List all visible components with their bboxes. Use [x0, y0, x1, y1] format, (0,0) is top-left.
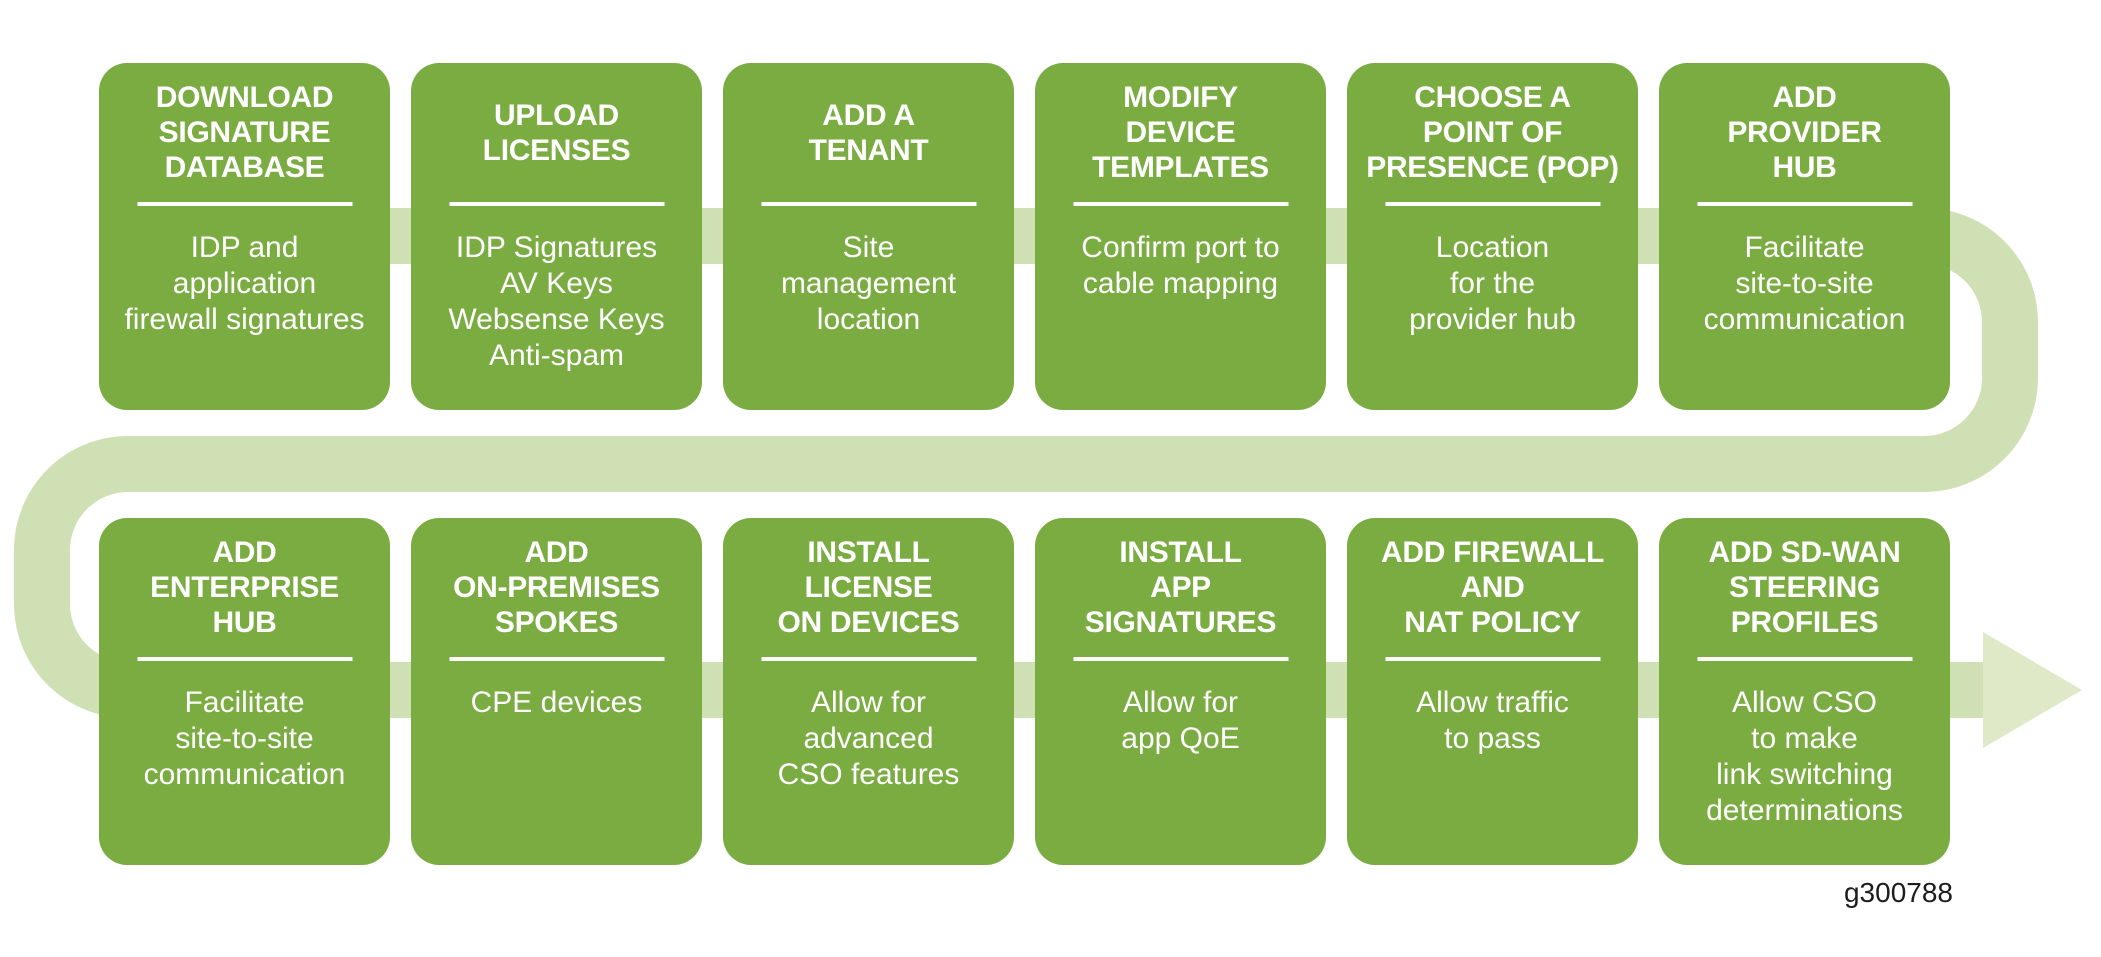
- step-card-install-license-on-devices: INSTALL LICENSE ON DEVICES Allow for adv…: [723, 518, 1014, 865]
- flow-arrowhead-icon: [1983, 632, 2082, 748]
- step-divider: [1697, 657, 1912, 661]
- step-divider: [761, 202, 976, 206]
- step-card-choose-pop: CHOOSE A POINT OF PRESENCE (POP) Locatio…: [1347, 63, 1638, 410]
- figure-id-label: g300788: [1843, 877, 1953, 908]
- step-body: Allow for advanced CSO features: [777, 686, 960, 791]
- step-card-modify-device-templates: MODIFY DEVICE TEMPLATES Confirm port to …: [1035, 63, 1326, 410]
- step-divider: [1073, 202, 1288, 206]
- step-divider: [1385, 657, 1600, 661]
- step-card-add-enterprise-hub: ADD ENTERPRISE HUB Facilitate site-to-si…: [99, 518, 390, 865]
- step-divider: [137, 657, 352, 661]
- step-card-upload-licenses: UPLOAD LICENSES IDP Signatures AV Keys W…: [411, 63, 702, 410]
- step-card-add-a-tenant: ADD A TENANT Site management location: [723, 63, 1014, 410]
- step-body: Allow CSO to make link switching determi…: [1706, 686, 1903, 827]
- step-body: Facilitate site-to-site communication: [1703, 231, 1906, 336]
- step-card-add-provider-hub: ADD PROVIDER HUB Facilitate site-to-site…: [1659, 63, 1950, 410]
- step-body: Allow for app QoE: [1121, 686, 1240, 755]
- step-title: ADD SD-WAN STEERING PROFILES: [1708, 536, 1901, 639]
- step-body: Site management location: [780, 231, 957, 336]
- step-title: ADD FIREWALL AND NAT POLICY: [1380, 536, 1605, 639]
- step-card-add-firewall-nat-policy: ADD FIREWALL AND NAT POLICY Allow traffi…: [1347, 518, 1638, 865]
- step-divider: [1073, 657, 1288, 661]
- flow-path: [13, 208, 2038, 718]
- step-title: CHOOSE A POINT OF PRESENCE (POP): [1366, 81, 1619, 184]
- step-body: Confirm port to cable mapping: [1081, 231, 1280, 300]
- workflow-row-1: DOWNLOAD SIGNATURE DATABASE IDP and appl…: [99, 63, 1950, 410]
- workflow-row-2: ADD ENTERPRISE HUB Facilitate site-to-si…: [99, 518, 1950, 865]
- step-title: DOWNLOAD SIGNATURE DATABASE: [155, 81, 334, 184]
- step-card-install-app-signatures: INSTALL APP SIGNATURES Allow for app QoE: [1035, 518, 1326, 865]
- step-body: Facilitate site-to-site communication: [143, 686, 346, 791]
- step-body: Allow traffic to pass: [1416, 686, 1569, 755]
- step-body: IDP and application firewall signatures: [124, 231, 365, 336]
- step-body: IDP Signatures AV Keys Websense Keys Ant…: [448, 231, 665, 372]
- step-divider: [761, 657, 976, 661]
- step-card-add-sd-wan-steering-profiles: ADD SD-WAN STEERING PROFILES Allow CSO t…: [1659, 518, 1950, 865]
- step-title: ADD ENTERPRISE HUB: [150, 536, 339, 639]
- step-body: Location for the provider hub: [1409, 231, 1576, 336]
- step-divider: [137, 202, 352, 206]
- step-title: MODIFY DEVICE TEMPLATES: [1092, 81, 1269, 184]
- step-card-add-on-premises-spokes: ADD ON-PREMISES SPOKES CPE devices: [411, 518, 702, 865]
- step-divider: [1697, 202, 1912, 206]
- step-body: CPE devices: [470, 686, 643, 719]
- step-title: UPLOAD LICENSES: [482, 98, 631, 167]
- step-divider: [449, 202, 664, 206]
- step-divider: [1385, 202, 1600, 206]
- step-card-download-signature-database: DOWNLOAD SIGNATURE DATABASE IDP and appl…: [99, 63, 390, 410]
- step-title: INSTALL APP SIGNATURES: [1084, 536, 1277, 639]
- step-title: ADD ON-PREMISES SPOKES: [453, 536, 660, 639]
- step-title: INSTALL LICENSE ON DEVICES: [777, 536, 960, 639]
- step-title: ADD PROVIDER HUB: [1727, 81, 1882, 184]
- step-divider: [449, 657, 664, 661]
- step-title: ADD A TENANT: [808, 98, 929, 167]
